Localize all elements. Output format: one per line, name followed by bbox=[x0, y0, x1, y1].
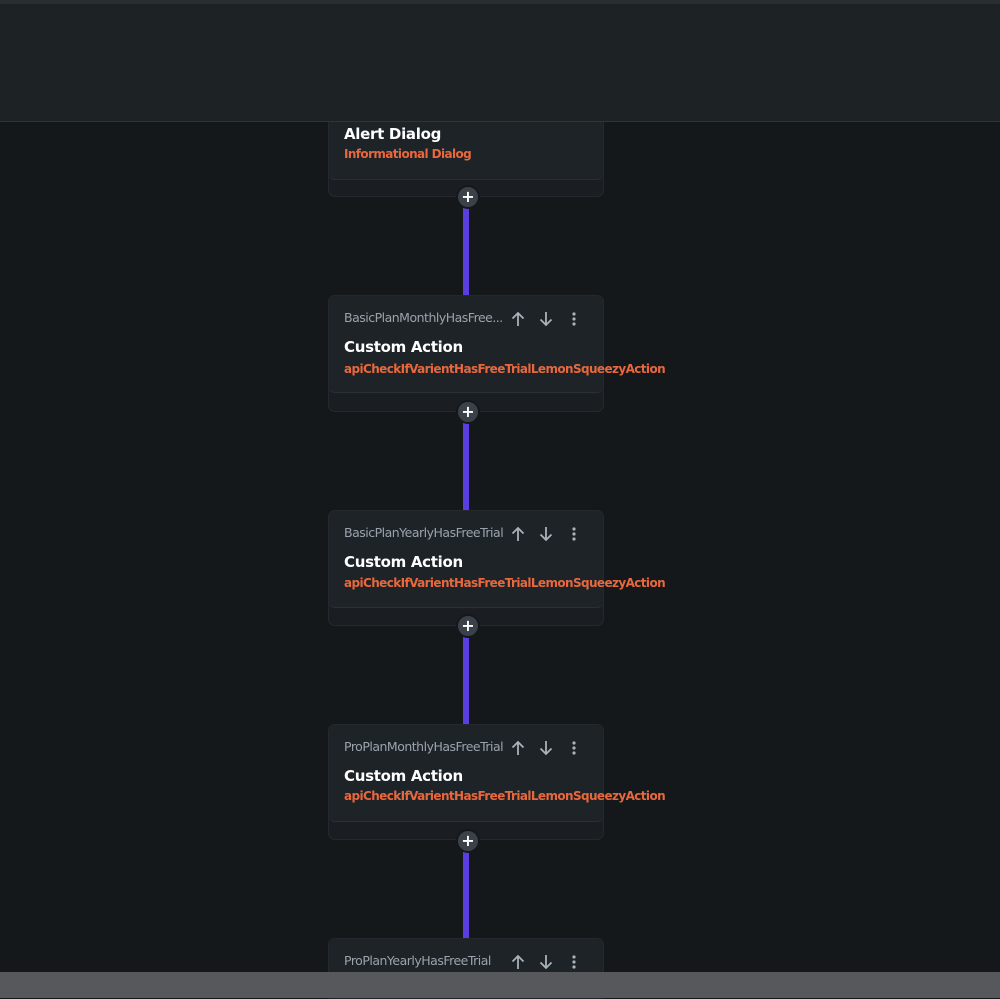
action-node-subtitle: apiCheckIfVarientHasFreeTrialLemonSqueez… bbox=[344, 362, 666, 376]
arrow-down-icon[interactable] bbox=[537, 525, 555, 543]
arrow-up-icon[interactable] bbox=[509, 525, 527, 543]
action-node-title: Custom Action bbox=[344, 767, 463, 785]
action-node-subtitle: apiCheckIfVarientHasFreeTrialLemonSqueez… bbox=[344, 576, 666, 590]
action-node-pro-plan-monthly[interactable]: ProPlanMonthlyHasFreeTrial Custom Action… bbox=[328, 724, 666, 840]
plus-icon: + bbox=[461, 616, 475, 635]
plus-icon: + bbox=[461, 187, 475, 206]
action-node-subtitle: apiCheckIfVarientHasFreeTrialLemonSqueez… bbox=[344, 789, 666, 803]
action-node-output-name: ProPlanMonthlyHasFreeTrial bbox=[344, 739, 504, 754]
top-toolbar bbox=[0, 4, 1000, 122]
plus-icon: + bbox=[461, 831, 475, 850]
action-node-title: Alert Dialog bbox=[344, 125, 442, 143]
add-action-button[interactable]: + bbox=[456, 185, 480, 209]
window-top-edge bbox=[0, 0, 1000, 4]
add-action-button[interactable]: + bbox=[456, 400, 480, 424]
more-vertical-icon[interactable] bbox=[565, 739, 583, 757]
action-node-output-name: BasicPlanYearlyHasFreeTrial bbox=[344, 525, 504, 540]
add-action-button[interactable]: + bbox=[456, 829, 480, 853]
arrow-up-icon[interactable] bbox=[509, 953, 527, 971]
flow-connector bbox=[463, 420, 469, 510]
action-node-basic-plan-yearly[interactable]: BasicPlanYearlyHasFreeTrial Custom Actio… bbox=[328, 510, 666, 626]
arrow-down-icon[interactable] bbox=[537, 310, 555, 328]
flow-connector bbox=[463, 849, 469, 939]
add-action-button[interactable]: + bbox=[456, 614, 480, 638]
action-node-controls bbox=[509, 310, 583, 328]
bottom-scroll-bar bbox=[0, 972, 1000, 998]
action-node-basic-plan-monthly[interactable]: BasicPlanMonthlyHasFree... Custom Action… bbox=[328, 295, 666, 412]
flow-connector bbox=[463, 205, 469, 295]
action-node-output-name: BasicPlanMonthlyHasFree... bbox=[344, 310, 503, 325]
arrow-down-icon[interactable] bbox=[537, 739, 555, 757]
action-node-output-name: ProPlanYearlyHasFreeTrial bbox=[344, 953, 491, 968]
more-vertical-icon[interactable] bbox=[565, 310, 583, 328]
plus-icon: + bbox=[461, 402, 475, 421]
arrow-down-icon[interactable] bbox=[537, 953, 555, 971]
action-node-controls bbox=[509, 525, 583, 543]
arrow-up-icon[interactable] bbox=[509, 310, 527, 328]
arrow-up-icon[interactable] bbox=[509, 739, 527, 757]
flow-connector bbox=[463, 634, 469, 724]
action-node-title: Custom Action bbox=[344, 553, 463, 571]
action-node-controls bbox=[509, 739, 583, 757]
action-node-title: Custom Action bbox=[344, 338, 463, 356]
more-vertical-icon[interactable] bbox=[565, 525, 583, 543]
action-node-subtitle: Informational Dialog bbox=[344, 147, 472, 161]
action-node-controls bbox=[509, 953, 583, 971]
more-vertical-icon[interactable] bbox=[565, 953, 583, 971]
